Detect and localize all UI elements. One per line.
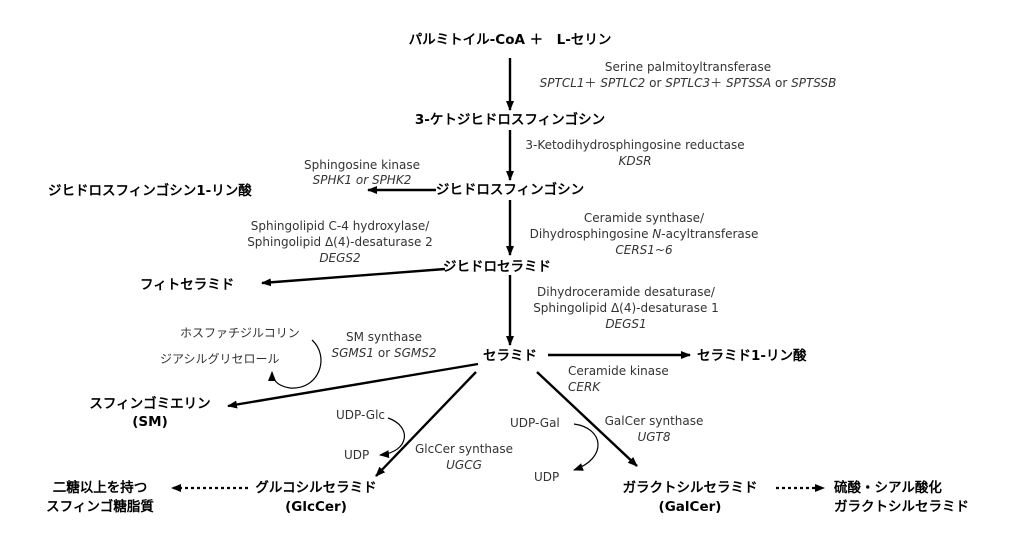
node-glccer-abbr: (GlcCer) (285, 499, 347, 515)
node-ceramide-1-phosphate: セラミド1-リン酸 (697, 348, 807, 364)
enzyme-spt-name: Serine palmitoyltransferase (604, 60, 772, 74)
enzyme-cerk-name: Ceramide kinase (568, 364, 669, 378)
node-sphingomyelin: スフィンゴミエリン (89, 396, 211, 412)
node-dihydrosphingosine: ジヒドロスフィンゴシン (435, 182, 585, 198)
enzyme-sphk-name: Sphingosine kinase (303, 158, 421, 172)
cofactor-diacylglycerol: ジアシルグリセロール (160, 352, 280, 366)
enzyme-sms-name: SM synthase (345, 330, 423, 344)
cofactor-udp-gal: UDP-Gal (510, 416, 560, 430)
enzyme-cerk-gene: CERK (568, 380, 601, 394)
enzyme-ugt8-name: GalCer synthase (604, 414, 704, 428)
enzyme-degs2-name-2: Sphingolipid Δ(4)-desaturase 2 (247, 235, 433, 249)
enzyme-cers-name-2: Dihydrosphingosine N-acyltransferase (529, 227, 759, 241)
enzyme-ugcg-name: GlcCer synthase (415, 442, 513, 456)
enzyme-degs1-gene: DEGS1 (605, 317, 647, 331)
enzyme-degs1-name-2: Sphingolipid Δ(4)-desaturase 1 (533, 301, 719, 315)
node-sulfo-galcer-1: 硫酸・シアル酸化 (834, 480, 942, 496)
arrow-pc-dag-curve (268, 339, 322, 389)
node-ketodihydrosphingosine: 3-ケトジヒドロスフィンゴシン (414, 112, 606, 128)
enzyme-cers-name-1: Ceramide synthase/ (583, 211, 705, 225)
enzyme-cers-gene: CERS1~6 (615, 243, 673, 257)
arrow-sms (227, 362, 479, 409)
enzyme-sms-genes: SGMS1 or SGMS2 (331, 346, 437, 360)
enzyme-sphk-gene: SPHK1 or SPHK2 (312, 173, 412, 187)
arrow-udpglc-curve (379, 417, 405, 459)
enzyme-kdsr-name: 3-Ketodihydrosphingosine reductase (525, 138, 745, 152)
node-sulfo-galcer-2: ガラクトシルセラミド (834, 499, 969, 515)
enzyme-kdsr-gene: KDSR (618, 154, 652, 168)
node-dihydrosphingosine-1-phosphate: ジヒドロスフィンゴシン1-リン酸 (48, 183, 252, 199)
cofactor-phosphatidylcholine: ホスファチジルコリン (180, 326, 300, 340)
node-galactosylceramide: ガラクトシルセラミド (622, 480, 758, 496)
node-ceramide: セラミド (483, 348, 537, 364)
cofactor-udp-gal-out: UDP (534, 470, 560, 484)
node-complex-glycosphingolipid-1: 二糖以上を持つ (52, 480, 148, 496)
node-phytoceramide: フィトセラミド (140, 277, 235, 293)
cofactor-udp-glc-out: UDP (344, 448, 370, 462)
node-complex-glycosphingolipid-2: スフィンゴ糖脂質 (46, 499, 154, 515)
cofactor-udp-glc: UDP-Glc (336, 408, 385, 422)
node-dihydroceramide: ジヒドロセラミド (443, 259, 551, 275)
node-galcer-abbr: (GalCer) (658, 499, 722, 515)
enzyme-degs2-gene: DEGS2 (319, 251, 361, 265)
node-glucosylceramide: グルコシルセラミド (255, 480, 377, 496)
arrow-ugt8 (536, 371, 638, 467)
node-palmitoyl-coa-serine: パルミトイル-CoA ＋ L-セリン (408, 32, 612, 48)
enzyme-ugt8-gene: UGT8 (637, 430, 671, 444)
enzyme-spt-genes: SPTCL1＋ SPTLC2 or SPTLC3＋ SPTSSA or SPTS… (539, 76, 837, 90)
arrow-udpgal-curve (573, 423, 599, 471)
enzyme-degs1-name-1: Dihydroceramide desaturase/ (537, 285, 715, 299)
enzyme-ugcg-gene: UGCG (446, 458, 482, 472)
arrow-ugcg (375, 371, 477, 477)
enzyme-degs2-name-1: Sphingolipid C-4 hydroxylase/ (250, 219, 430, 233)
arrow-degs2 (261, 267, 446, 287)
node-sm-abbr: (SM) (132, 414, 168, 430)
